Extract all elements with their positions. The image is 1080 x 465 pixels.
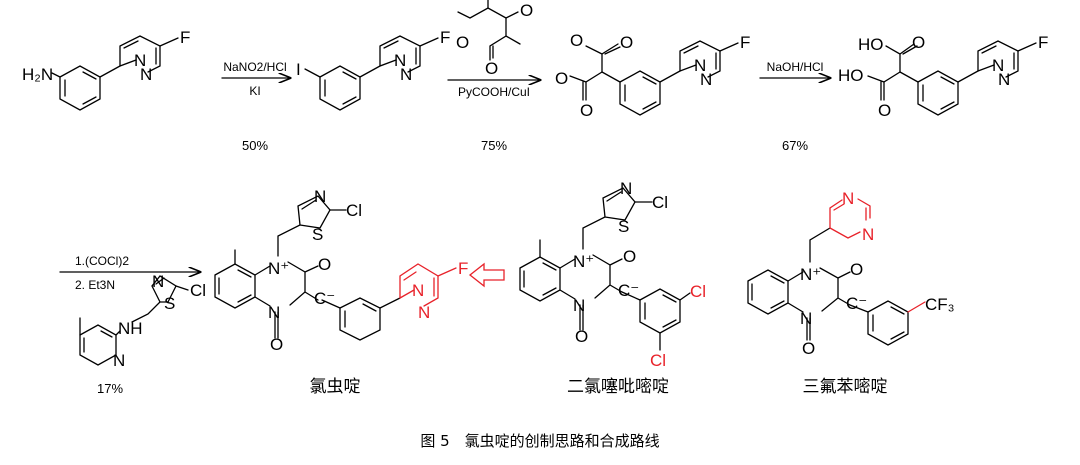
atom-label-n: N bbox=[620, 179, 632, 198]
atom-label-n: N bbox=[694, 56, 706, 75]
atom-label-ho: HO bbox=[838, 66, 864, 85]
atom-label-n: N bbox=[842, 189, 854, 208]
atom-label-n-plus: N⁺ bbox=[573, 252, 594, 271]
atom-label-n: N bbox=[418, 303, 430, 322]
reagent-naoh-hcl: NaOH/HCl bbox=[767, 60, 824, 74]
atom-label-n: N bbox=[134, 51, 146, 70]
figure-caption: 图 5 氯虫啶的创制思路和合成路线 bbox=[420, 432, 659, 450]
atom-label-f: F bbox=[740, 33, 750, 52]
atom-label-f: F bbox=[180, 28, 190, 47]
atom-label-cl: Cl bbox=[690, 282, 706, 301]
atom-label-n: N bbox=[394, 51, 406, 70]
derivation-arrow-icon bbox=[468, 262, 505, 288]
atom-label-o: O bbox=[520, 1, 533, 20]
atom-label-n: N bbox=[862, 225, 874, 244]
reagent-dimethyl-malonate: O O O bbox=[456, 0, 533, 78]
atom-label-h2n: H₂N bbox=[22, 65, 53, 84]
reagent-oxalyl-chloride: 1.(COCl)2 bbox=[75, 254, 129, 268]
atom-label-c-minus: C⁻ bbox=[314, 289, 335, 308]
atom-label-n: N bbox=[700, 70, 712, 89]
atom-label-o: O bbox=[485, 59, 498, 78]
atom-label-o: O bbox=[850, 260, 863, 279]
compound-product: N⁺ N O C⁻ O N S Cl N N F 氯虫啶 bbox=[214, 187, 468, 397]
atom-label-f: F bbox=[440, 28, 450, 47]
atom-label-cl: Cl bbox=[652, 193, 668, 212]
reaction-arrow-step4: 1.(COCl)2 2. Et3N 17% bbox=[59, 254, 200, 396]
atom-label-o: O bbox=[912, 33, 925, 52]
atom-label-o: O bbox=[575, 327, 588, 346]
atom-label-cf3: CF₃ bbox=[925, 295, 955, 314]
atom-label-n: N bbox=[268, 303, 280, 322]
atom-label-cl: Cl bbox=[346, 201, 362, 220]
atom-label-n-plus: N⁺ bbox=[268, 259, 289, 278]
atom-label-s: S bbox=[164, 294, 175, 313]
yield-step2: 75% bbox=[481, 138, 507, 153]
compound-name-analog-1: 二氯噻吡嘧啶 bbox=[567, 377, 669, 397]
atom-label-nh: NH bbox=[118, 319, 143, 338]
atom-label-o: O bbox=[878, 101, 891, 120]
atom-label-f: F bbox=[458, 259, 468, 278]
atom-label-cl: Cl bbox=[650, 351, 666, 370]
atom-label-n: N bbox=[314, 187, 326, 206]
atom-label-i: I bbox=[296, 60, 301, 79]
atom-label-o: O bbox=[555, 69, 568, 88]
atom-label-s: S bbox=[618, 217, 629, 236]
yield-step3: 67% bbox=[782, 138, 808, 153]
atom-label-c-minus: C⁻ bbox=[618, 281, 639, 300]
reaction-arrow-step1: NaNO2/HCl KI 50% bbox=[221, 60, 290, 153]
atom-label-n: N bbox=[400, 65, 412, 84]
compound-name-product: 氯虫啶 bbox=[310, 377, 361, 397]
compound-diester: O O O O N N F bbox=[555, 31, 750, 120]
atom-label-n: N bbox=[412, 281, 424, 300]
atom-label-f: F bbox=[1038, 33, 1048, 52]
reagent-pycooh-cui: PyCOOH/CuI bbox=[458, 85, 530, 99]
compound-name-analog-2: 三氟苯嘧啶 bbox=[803, 377, 888, 397]
atom-label-n: N bbox=[998, 70, 1010, 89]
atom-label-o: O bbox=[580, 101, 593, 120]
atom-label-n: N bbox=[573, 296, 585, 315]
reagent-thiazolyl-amine: NH N N S Cl bbox=[79, 272, 206, 370]
atom-label-n: N bbox=[992, 56, 1004, 75]
atom-label-o: O bbox=[802, 339, 815, 358]
atom-label-n: N bbox=[140, 65, 152, 84]
atom-label-o: O bbox=[620, 33, 633, 52]
atom-label-n: N bbox=[113, 351, 125, 370]
yield-step1: 50% bbox=[242, 138, 268, 153]
yield-step4: 17% bbox=[97, 381, 123, 396]
atom-label-ho: HO bbox=[858, 35, 884, 54]
atom-label-o: O bbox=[270, 335, 283, 354]
reaction-arrow-step3: NaOH/HCl 67% bbox=[759, 60, 830, 153]
atom-label-o: O bbox=[570, 31, 583, 50]
compound-diacid: HO O HO O N N F bbox=[838, 33, 1048, 120]
reagent-nano2-hcl: NaNO2/HCl bbox=[223, 60, 286, 74]
compound-iodide: I N N F bbox=[296, 28, 450, 111]
compound-analog-triflumezopyrim: N⁺ N O C⁻ O N N CF₃ 三氟苯嘧啶 bbox=[747, 189, 955, 397]
atom-label-n-plus: N⁺ bbox=[800, 265, 821, 284]
reagent-triethylamine: 2. Et3N bbox=[75, 278, 115, 292]
atom-label-n: N bbox=[152, 272, 164, 291]
atom-label-n: N bbox=[800, 309, 812, 328]
reaction-arrow-step2: PyCOOH/CuI 75% bbox=[447, 80, 540, 153]
compound-analog-dichloro: N⁺ N O C⁻ O N S Cl Cl Cl 二氯噻吡嘧啶 bbox=[519, 179, 706, 397]
atom-label-o: O bbox=[623, 247, 636, 266]
atom-label-o: O bbox=[318, 255, 331, 274]
atom-label-c-minus: C⁻ bbox=[846, 294, 867, 313]
atom-label-o: O bbox=[456, 33, 469, 52]
atom-label-s: S bbox=[312, 225, 323, 244]
reagent-ki: KI bbox=[249, 84, 260, 98]
compound-aniline: H₂N N N F bbox=[22, 28, 190, 111]
atom-label-cl: Cl bbox=[190, 281, 206, 300]
